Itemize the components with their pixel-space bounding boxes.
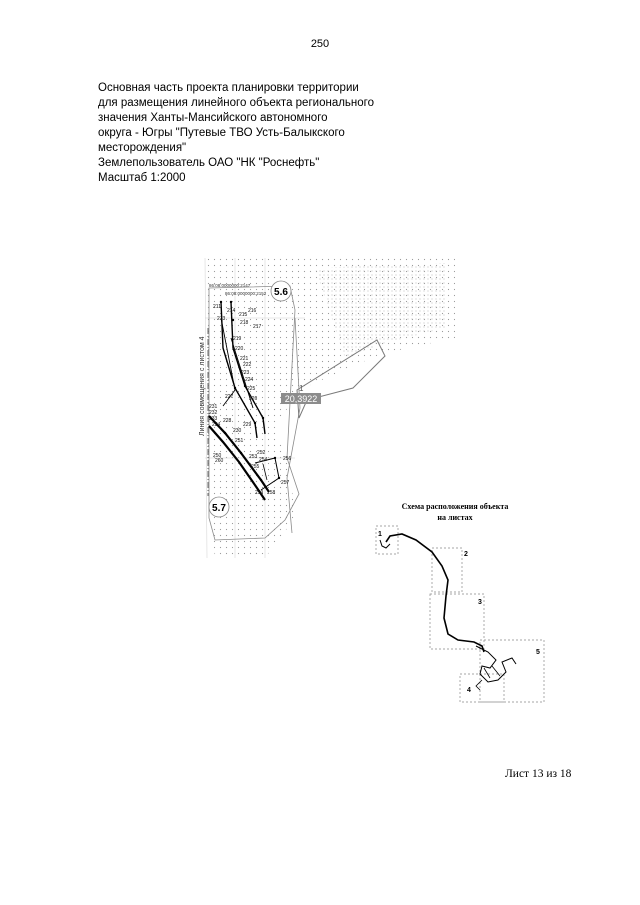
point-label: 255 <box>251 464 260 470</box>
point-label: 233 <box>209 416 218 422</box>
cadastral-label: 86:08:0000000:2152 <box>225 291 267 296</box>
point-label: 218 <box>240 320 249 326</box>
sheet-label-bottom: 5.7 <box>208 496 230 518</box>
point-label: 232 <box>209 410 218 416</box>
scale-line: Масштаб 1:2000 <box>98 172 186 184</box>
point-label: 251 <box>235 438 244 444</box>
area-polygon <box>296 339 386 419</box>
point-label: 217 <box>253 324 262 330</box>
point-label: 252 <box>257 450 266 456</box>
point-label: 253 <box>249 454 258 460</box>
point-label: 221 <box>240 356 249 362</box>
point-label: 225 <box>247 386 256 392</box>
sheet-boundary-right <box>286 317 301 534</box>
planning-map: Линия совмещения с листом 4 211 214 215 … <box>199 258 455 558</box>
route-line <box>379 539 391 549</box>
sheet-number: 4 <box>467 687 471 694</box>
sheet-label-top: 5.6 <box>270 280 292 302</box>
point-label: 229 <box>243 422 252 428</box>
route-line <box>385 533 485 653</box>
sheet-frame-5 <box>479 639 545 703</box>
point-label: 254 <box>259 457 268 463</box>
sheet-boundary <box>208 285 300 541</box>
scheme-title-line: Схема расположения объекта <box>401 502 509 511</box>
point-label: 215 <box>239 312 248 318</box>
area-value: 20,3922 <box>285 394 318 404</box>
point-label: 257 <box>281 480 290 486</box>
point-label: 260 <box>215 458 224 464</box>
header-line: месторождения" <box>98 142 187 154</box>
point-label: 231 <box>209 404 218 410</box>
header-line: значения Ханты-Мансийского автономного <box>98 112 328 124</box>
point-label: 234 <box>212 422 221 428</box>
point-label: 220 <box>235 346 244 352</box>
sheet-number: 2 <box>464 551 468 558</box>
point-label: 228 <box>223 418 232 424</box>
sheet-layout-scheme: 1 2 3 4 5 <box>375 525 545 703</box>
point-label: 211 <box>213 304 221 310</box>
point-label: 213 <box>217 316 226 322</box>
area-marker: 1 20,3922 <box>281 384 321 404</box>
sheet-counter: Лист 13 из 18 <box>505 768 572 780</box>
sheet-number: 3 <box>478 599 482 606</box>
sheet-frame-3 <box>429 593 485 650</box>
point-label: 259 <box>255 490 264 496</box>
point-label: 256 <box>283 456 292 462</box>
area-number: 1 <box>299 384 304 393</box>
scheme-title: Схема расположения объекта на листах <box>385 501 525 523</box>
document-header: Основная часть проекта планировки террит… <box>98 81 398 186</box>
point-label: 230 <box>233 428 242 434</box>
sheet-frame-1 <box>375 525 399 555</box>
survey-points <box>219 300 281 482</box>
sheet-frame-4 <box>459 673 505 703</box>
alignment-line-label: Линия совмещения с листом 4 <box>199 336 206 436</box>
point-label: 219 <box>233 336 242 342</box>
dotted-area-dense <box>315 263 445 358</box>
page-number: 250 <box>310 38 330 50</box>
point-label: 223 <box>241 370 250 376</box>
point-label: 258 <box>267 490 276 496</box>
route-cluster <box>475 665 501 691</box>
land-user-line: Землепользователь ОАО "НК "Роснефть" <box>98 157 320 169</box>
point-label: 226 <box>249 396 258 402</box>
route-cluster <box>475 645 517 683</box>
point-label: 224 <box>245 377 254 383</box>
sheet-label-top-text: 5.6 <box>274 287 288 298</box>
point-label: 227 <box>225 394 234 400</box>
point-label: 222 <box>243 362 252 368</box>
point-label: 250 <box>213 453 222 459</box>
cadastral-label: 86:08:0000000:2147 <box>209 283 251 288</box>
scheme-title-line: на листах <box>437 513 473 522</box>
sheet-number: 1 <box>378 531 382 538</box>
header-line: для размещения линейного объекта региона… <box>98 97 374 109</box>
point-label: 216 <box>248 308 257 314</box>
header-line: Основная часть проекта планировки террит… <box>98 82 359 94</box>
sheet-number: 5 <box>536 649 540 656</box>
header-line: округа - Югры "Путевые ТВО Усть-Балыкско… <box>98 127 345 139</box>
sheet-label-bottom-text: 5.7 <box>212 503 226 514</box>
point-label: 214 <box>227 308 236 314</box>
